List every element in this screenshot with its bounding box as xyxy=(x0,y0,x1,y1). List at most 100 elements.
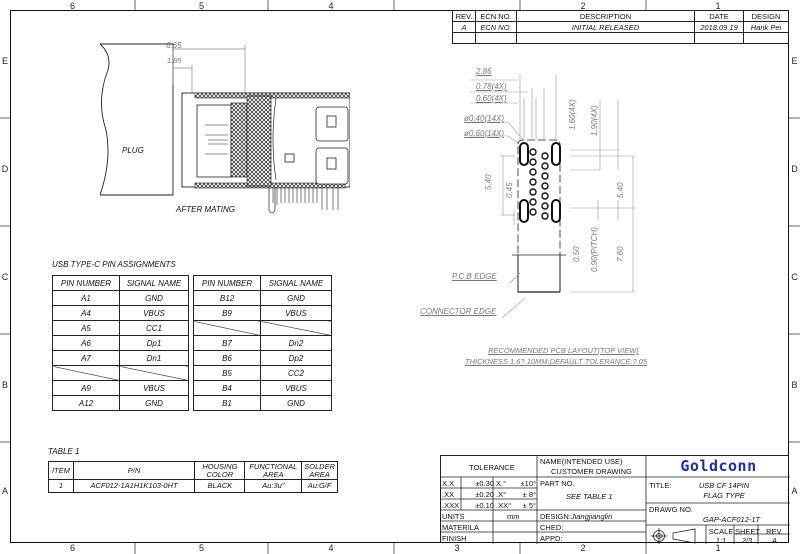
signal-name: GND xyxy=(119,290,189,306)
date-value: 2018.09.19 xyxy=(694,21,744,33)
revision-row: A ECN NO. INITIAL RELEASED 2018.09.19 Ha… xyxy=(452,21,789,33)
title-label: TITLE: xyxy=(649,481,672,490)
dim-0-45: 0.45 xyxy=(505,182,514,198)
pin-number-header: PIN NUMBER xyxy=(52,275,120,291)
tolerance-format: .XX xyxy=(442,490,455,499)
revision-empty-row xyxy=(452,32,789,44)
zone-row-b-right: B xyxy=(791,380,798,390)
pin-number: B4 xyxy=(193,380,261,396)
pin-table-header: PIN NUMBER SIGNAL NAME xyxy=(52,275,189,291)
dim-0-78: 0.78(4X) xyxy=(476,82,507,91)
dim-5-40-right: 5.40 xyxy=(616,182,625,198)
solder-area-value: Au:G/F xyxy=(301,479,338,493)
tolerance-label: TOLERANCE xyxy=(469,463,515,472)
revision-header-row: REV. ECN NO. DESCRIPTION DATE DESIGN xyxy=(452,10,789,22)
zone-col-1-bottom: 1 xyxy=(715,543,721,553)
zone-row-a-left: A xyxy=(1,486,8,496)
design-value: Jiangjianglin xyxy=(570,512,613,521)
designer-value: Hank Pei xyxy=(743,21,789,33)
dim-1-85: 1.85 xyxy=(167,56,182,65)
signal-name: VBUS xyxy=(119,305,189,321)
pin-number: A6 xyxy=(52,335,120,351)
table1-title: TABLE 1 xyxy=(48,447,80,456)
name-value: CUSTOMER DRAWING xyxy=(551,467,632,476)
angle-value: ± 8° xyxy=(522,490,536,499)
pin-number: B5 xyxy=(193,365,261,381)
after-mating-view xyxy=(100,43,350,214)
zone-col-5-bottom: 5 xyxy=(198,543,204,553)
pin-number: A1 xyxy=(52,290,120,306)
ecn-header: ECN NO. xyxy=(475,10,517,22)
functional-area-header: FUNCTIONAL AREA xyxy=(244,461,303,480)
plug-body xyxy=(100,43,174,196)
functional-area-value: Au:3u" xyxy=(244,479,303,493)
pn-value: ACF012-1A1H1K103-0HT xyxy=(72,479,196,493)
item-value: 1 xyxy=(48,479,74,493)
item-header: ITEM xyxy=(48,461,74,480)
zone-col-4-top: 4 xyxy=(328,1,334,11)
zone-col-2-top: 2 xyxy=(580,1,586,11)
dim-6-65: 6.65 xyxy=(166,41,182,50)
units-label: UNITS xyxy=(442,512,465,521)
rev-header: REV. xyxy=(452,10,476,22)
rev-value: A xyxy=(452,21,476,33)
scale-label: SCALE xyxy=(708,527,734,536)
pin-table-header: PIN NUMBER SIGNAL NAME xyxy=(193,275,332,291)
description-header: DESCRIPTION xyxy=(516,10,695,22)
rev-value: A xyxy=(771,536,777,545)
title-line-2: FLAG TYPE xyxy=(703,491,745,500)
zone-col-1-top: 1 xyxy=(715,1,721,11)
material-label: MATERILA xyxy=(442,523,479,532)
name-label: NAME(INTENDED USE) xyxy=(540,457,623,466)
company-logo: Goldconn xyxy=(680,457,757,475)
description-value: INITIAL RELEASED xyxy=(516,21,695,33)
table-row-empty xyxy=(52,365,189,381)
dim-7-60: 7.60 xyxy=(616,246,625,262)
pcb-layout-caption: RECOMMENDED PCB LAYOUT(TOP VIEW) xyxy=(488,346,639,355)
pin-number: B7 xyxy=(193,335,261,351)
signal-name: Dn2 xyxy=(260,335,332,351)
zone-col-4-bottom: 4 xyxy=(328,543,334,553)
angle-format: X.° xyxy=(496,479,507,488)
angle-tolerance-row-1: X.°±10° xyxy=(496,479,536,488)
drawing-frame xyxy=(10,10,789,543)
revision-block: REV. ECN NO. DESCRIPTION DATE DESIGN A E… xyxy=(452,10,789,44)
dim-1-90: 1.90(4X) xyxy=(590,105,599,136)
scale-value: 1:1 xyxy=(715,536,727,545)
zone-col-3-bottom: 3 xyxy=(454,543,460,553)
empty-cell xyxy=(52,365,120,381)
tolerance-format: .XXX xyxy=(442,501,460,510)
angle-tolerance-row-2: .X°± 8° xyxy=(496,490,536,499)
edge-leader-lines xyxy=(501,272,526,319)
zone-col-2-bottom: 2 xyxy=(580,543,586,553)
third-angle-projection-icon xyxy=(651,528,696,544)
pcb-edge-label: P.C.B EDGE xyxy=(452,272,497,281)
sheet-label: SHEET xyxy=(735,527,761,536)
zone-col-5-top: 5 xyxy=(198,1,204,11)
zone-row-d-right: D xyxy=(791,164,798,174)
checked-label: CHED: xyxy=(540,523,564,532)
empty-cell xyxy=(260,320,332,336)
pin-number: B1 xyxy=(193,395,261,411)
finish-label: FINISH xyxy=(442,534,467,543)
table-row: 1 ACF012-1A1H1K103-0HT BLACK Au:3u" Au:G… xyxy=(48,479,338,493)
pcb-layout-view xyxy=(470,74,635,293)
signal-name: GND xyxy=(260,290,332,306)
pin-number: A9 xyxy=(52,380,120,396)
zone-row-c-right: C xyxy=(791,272,798,282)
part-no-value: SEE TABLE 1 xyxy=(566,492,613,501)
rev-label: REV. xyxy=(766,527,783,536)
pin-number: A7 xyxy=(52,350,120,366)
signal-name: VBUS xyxy=(119,380,189,396)
angle-format: .XX° xyxy=(496,501,512,510)
tolerance-format: X.X xyxy=(442,479,455,488)
